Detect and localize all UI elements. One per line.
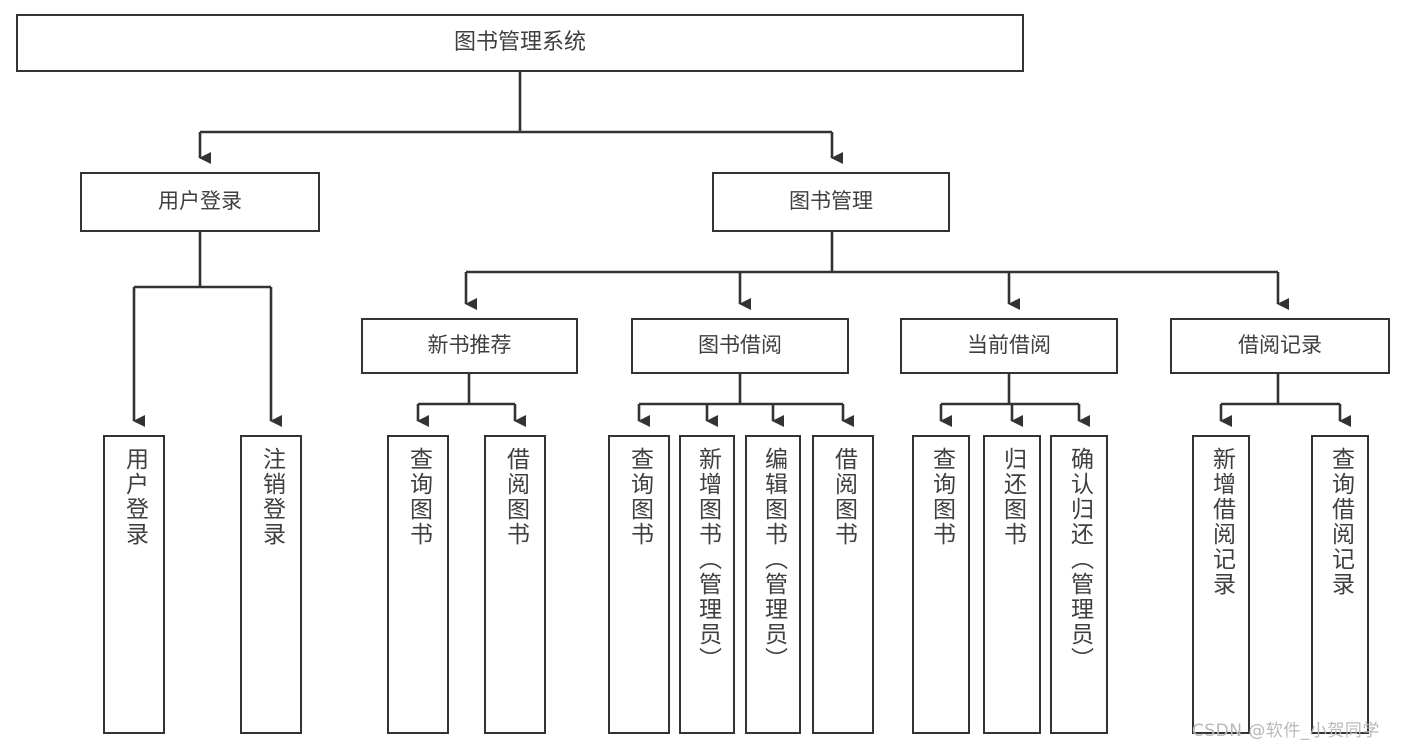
node-leaf-query-books-recommend[interactable]: 查询图书: [387, 435, 449, 734]
node-leaf-query-books-current[interactable]: 查询图书: [912, 435, 970, 734]
node-new-book-recommendation[interactable]: 新书推荐: [361, 318, 578, 374]
node-label: 借阅图书: [502, 447, 529, 547]
node-label: 归还图书: [999, 447, 1026, 547]
node-leaf-add-book-admin[interactable]: 新增图书（管理员）: [679, 435, 735, 734]
node-label: 注销登录: [258, 447, 285, 547]
node-leaf-edit-book-admin[interactable]: 编辑图书（管理员）: [745, 435, 801, 734]
node-label: 新书推荐: [427, 333, 512, 358]
node-root-system[interactable]: 图书管理系统: [16, 14, 1024, 72]
node-book-management[interactable]: 图书管理: [712, 172, 950, 232]
node-leaf-return-books[interactable]: 归还图书: [983, 435, 1041, 734]
node-leaf-query-books-borrowing[interactable]: 查询图书: [608, 435, 670, 734]
node-borrowing-records[interactable]: 借阅记录: [1170, 318, 1390, 374]
node-label: 查询图书: [405, 447, 432, 547]
node-leaf-query-borrow-record[interactable]: 查询借阅记录: [1311, 435, 1369, 734]
node-label: 新增借阅记录: [1208, 447, 1235, 597]
node-leaf-logout[interactable]: 注销登录: [240, 435, 302, 734]
node-label: 借阅记录: [1238, 333, 1322, 358]
node-leaf-user-login[interactable]: 用户登录: [103, 435, 165, 734]
watermark-text: CSDN @软件_小贺同学: [1192, 721, 1380, 741]
node-leaf-confirm-return-admin[interactable]: 确认归还（管理员）: [1050, 435, 1108, 734]
node-label: 查询借阅记录: [1327, 447, 1354, 597]
node-leaf-add-borrow-record[interactable]: 新增借阅记录: [1192, 435, 1250, 734]
node-label: 借阅图书: [830, 447, 857, 547]
node-label: 图书借阅: [698, 333, 782, 358]
node-label: 用户登录: [158, 189, 242, 214]
node-label: 新增图书（管理员）: [694, 447, 721, 672]
node-label: 查询图书: [626, 447, 653, 547]
node-book-borrowing[interactable]: 图书借阅: [631, 318, 849, 374]
node-label: 图书管理: [789, 189, 873, 214]
node-label: 用户登录: [121, 447, 148, 547]
node-leaf-borrow-books[interactable]: 借阅图书: [812, 435, 874, 734]
node-user-login[interactable]: 用户登录: [80, 172, 320, 232]
node-label: 确认归还（管理员）: [1066, 447, 1093, 672]
node-current-borrowing[interactable]: 当前借阅: [900, 318, 1118, 374]
node-label: 图书管理系统: [453, 29, 586, 55]
node-label: 编辑图书（管理员）: [760, 447, 787, 672]
node-label: 当前借阅: [967, 333, 1051, 358]
node-leaf-borrow-books-recommend[interactable]: 借阅图书: [484, 435, 546, 734]
node-label: 查询图书: [928, 447, 955, 547]
